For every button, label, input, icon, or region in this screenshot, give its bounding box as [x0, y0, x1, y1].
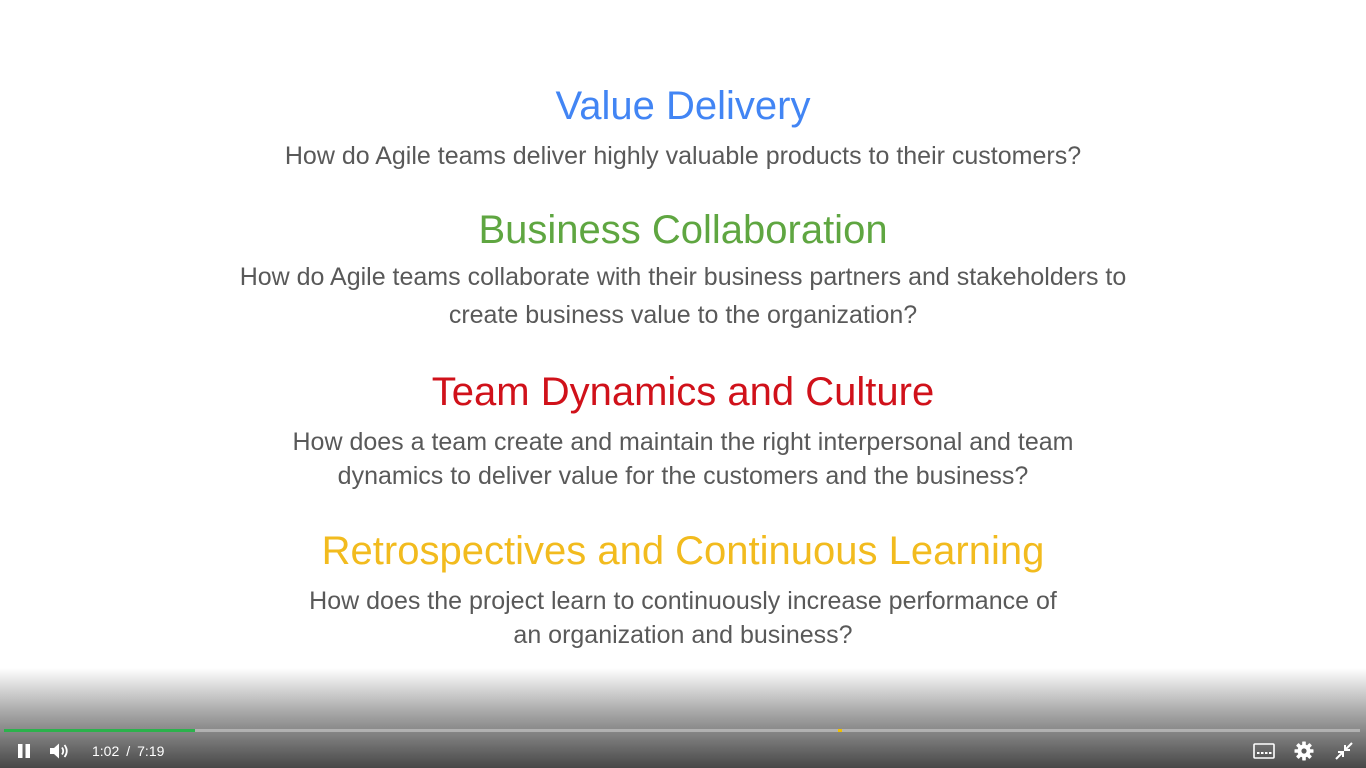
pause-button[interactable]	[6, 734, 42, 768]
progress-bar[interactable]	[4, 729, 1360, 732]
section-title-value-delivery: Value Delivery	[555, 84, 811, 128]
pause-icon	[17, 744, 31, 758]
exit-fullscreen-button[interactable]	[1326, 734, 1362, 768]
section-title-retrospectives: Retrospectives and Continuous Learning	[321, 529, 1045, 573]
volume-button[interactable]	[42, 734, 78, 768]
section-desc-value-delivery-line-1: How do Agile teams deliver highly valuab…	[284, 142, 1082, 170]
slide-content: Value Delivery How do Agile teams delive…	[239, 84, 1127, 649]
captions-icon	[1253, 743, 1275, 759]
section-desc-business-collaboration-line-1: How do Agile teams collaborate with thei…	[239, 263, 1127, 291]
captions-button[interactable]	[1246, 734, 1282, 768]
progress-chapter-marker	[837, 729, 842, 732]
exit-fullscreen-icon	[1335, 742, 1353, 760]
section-title-business-collaboration: Business Collaboration	[478, 208, 888, 252]
section-desc-team-dynamics-line-1: How does a team create and maintain the …	[292, 428, 1074, 456]
section-desc-retrospectives-line-1: How does the project learn to continuous…	[309, 587, 1057, 615]
time-separator: /	[126, 743, 131, 759]
section-title-team-dynamics: Team Dynamics and Culture	[431, 370, 935, 414]
controls-gradient	[0, 668, 1366, 768]
duration: 7:19	[137, 743, 165, 759]
settings-button[interactable]	[1286, 734, 1322, 768]
current-time: 1:02	[92, 743, 120, 759]
volume-icon	[49, 742, 71, 760]
time-display: 1:02 / 7:19	[92, 743, 164, 759]
player-controls: 1:02 / 7:19	[0, 734, 1366, 768]
gear-icon	[1294, 741, 1314, 761]
section-desc-team-dynamics-line-2: dynamics to deliver value for the custom…	[337, 462, 1029, 490]
section-desc-retrospectives-line-2: an organization and business?	[513, 621, 853, 649]
progress-played	[4, 729, 196, 732]
section-desc-business-collaboration-line-2: create business value to the organizatio…	[448, 301, 918, 329]
